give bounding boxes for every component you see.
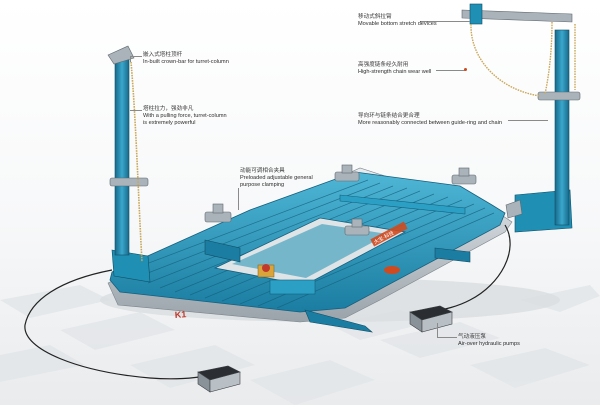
callout-crown-bar-cn: 嵌入式塔柱顶杆 <box>143 52 183 58</box>
callout-pulling-force-en1: With a pulling force, turret-column <box>143 113 227 119</box>
callout-crown-bar-en: In-built crown-bar for turret-column <box>143 59 229 65</box>
left-post-base <box>111 249 151 283</box>
model-label: K1 <box>174 309 186 320</box>
left-crown-bar <box>107 45 135 65</box>
callout-clamping-en2: purpose clamping <box>240 182 285 188</box>
leader-guide-ring <box>508 120 548 121</box>
right-collar <box>537 91 581 101</box>
leader-pumps <box>437 323 438 337</box>
callout-clamping-en1: Preloaded adjustable general <box>240 175 313 181</box>
callout-chain-en: High-strength chain wear well <box>358 69 432 75</box>
leader-crown <box>130 56 131 62</box>
right-top-box <box>469 3 483 25</box>
callout-pulling-force-cn: 塔柱拉力，强劲非凡 <box>143 106 194 112</box>
callout-pumps: 气动液压泵 Air-over hydraulic pumps <box>458 334 520 348</box>
logo-badge <box>384 266 400 274</box>
callout-pulling-force: 塔柱拉力，强劲非凡 With a pulling force, turret-c… <box>143 106 227 127</box>
leader-chain <box>436 70 466 71</box>
center-unit <box>257 264 316 295</box>
leader-stretch <box>420 21 470 22</box>
left-chain <box>130 61 143 263</box>
right-top-arm <box>461 9 573 23</box>
right-tower-post <box>554 29 570 226</box>
support-legs <box>204 239 471 333</box>
callout-chain-cn: 高强度链条经久耐用 <box>358 62 409 68</box>
callout-clamping: 动能可调相合夹具 Preloaded adjustable general pu… <box>240 168 313 189</box>
callout-guide-ring-en: More reasonably connected between guide-… <box>358 120 502 126</box>
right-chains <box>470 21 576 97</box>
clamps <box>204 164 477 236</box>
callout-pulling-force-en2: is extremely powerful <box>143 120 196 126</box>
pump-left <box>197 365 241 393</box>
callout-stretch-devices-cn: 移动式斜拉臂 <box>358 14 392 20</box>
callout-pumps-en: Air-over hydraulic pumps <box>458 341 520 347</box>
cross-beam <box>339 194 466 215</box>
callout-chain: 高强度链条经久耐用 High-strength chain wear well <box>358 62 431 76</box>
leader-clamping <box>238 188 239 210</box>
left-collar <box>109 177 149 187</box>
callout-stretch-devices: 移动式斜拉臂 Movable bottom stretch devices <box>358 14 437 28</box>
callout-clamping-cn: 动能可调相合夹具 <box>240 168 285 174</box>
callout-crown-bar: 嵌入式塔柱顶杆 In-built crown-bar for turret-co… <box>143 52 229 66</box>
callout-pumps-cn: 气动液压泵 <box>458 334 486 340</box>
chain-marker-dot <box>464 68 467 71</box>
callout-stretch-devices-en: Movable bottom stretch devices <box>358 21 437 27</box>
leader-pulling <box>130 110 142 111</box>
brand-strip <box>370 221 408 247</box>
callout-guide-ring: 导向环与链条结合更合理 More reasonably connected be… <box>358 113 502 127</box>
left-tower-post <box>114 54 130 256</box>
callout-guide-ring-cn: 导向环与链条结合更合理 <box>358 113 420 119</box>
pump-right <box>409 305 453 333</box>
